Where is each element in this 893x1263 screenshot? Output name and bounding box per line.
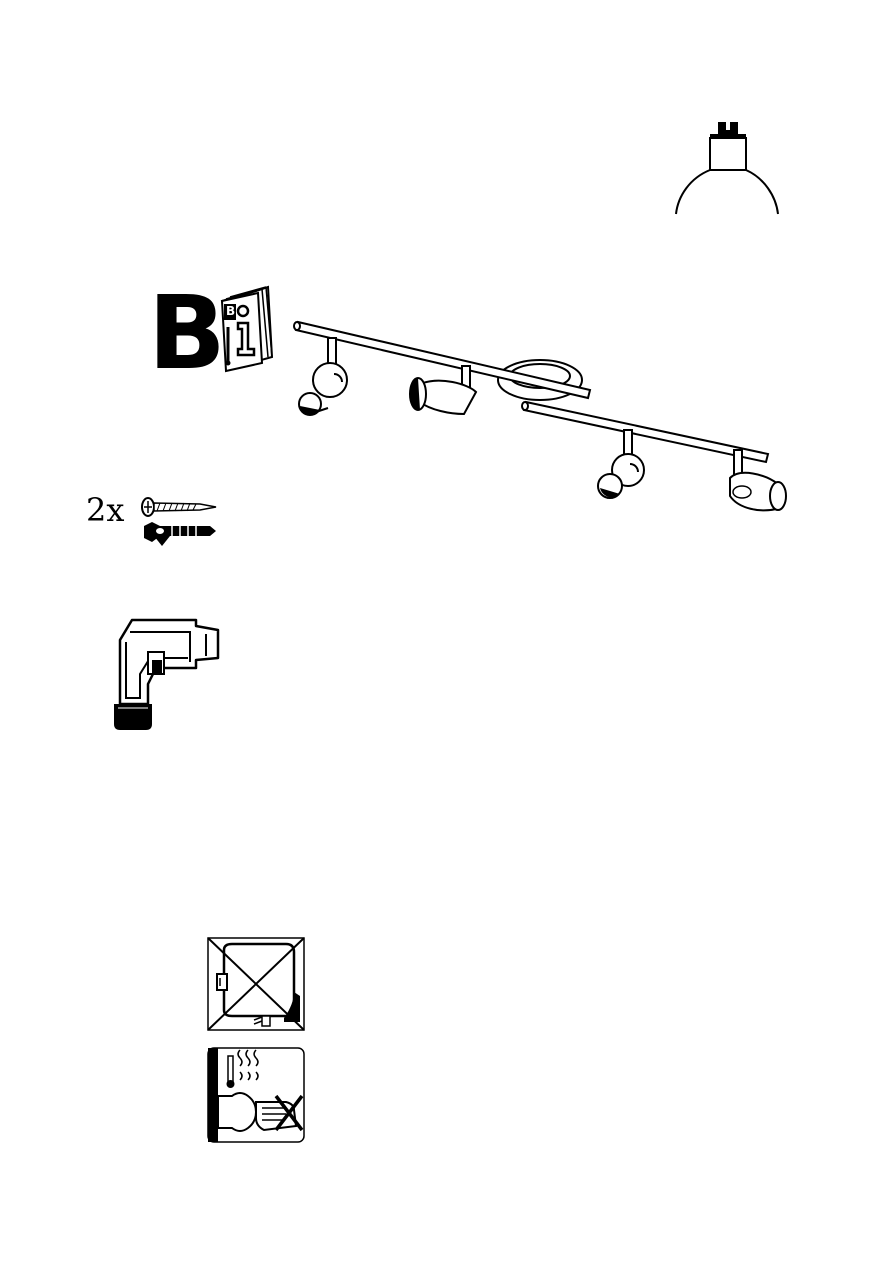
hot-surface-warning-icon xyxy=(206,1046,306,1144)
four-spot-light-bar-illustration xyxy=(290,318,800,523)
wall-plug-icon xyxy=(140,518,218,548)
section-letter: B xyxy=(148,283,224,385)
gu10-bulb-icon xyxy=(670,118,785,218)
instruction-booklet-icon xyxy=(218,283,278,373)
screw-icon xyxy=(140,496,218,518)
do-not-cover-warning-icon xyxy=(206,936,306,1032)
booklet-letter: B xyxy=(226,305,235,317)
fixings-quantity: 2x xyxy=(86,494,124,526)
drill-icon xyxy=(100,612,230,736)
